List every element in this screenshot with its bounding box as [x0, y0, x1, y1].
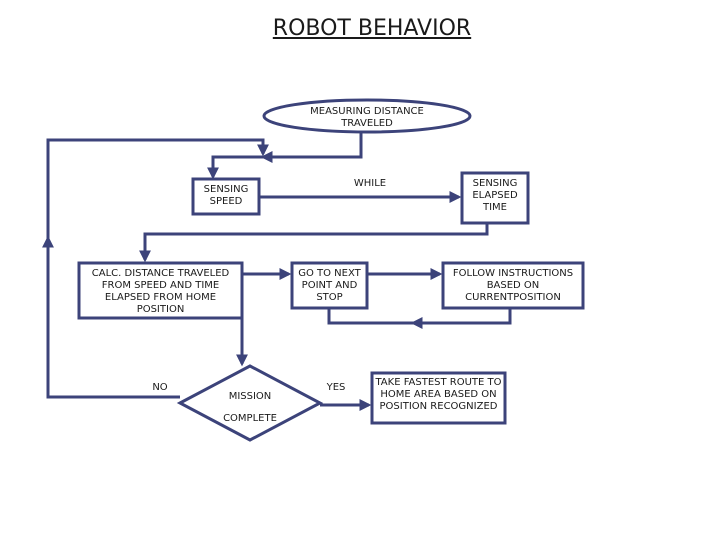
follow-label-line: FOLLOW INSTRUCTIONS [452, 268, 574, 279]
follow-label-line: BASED ON [486, 280, 540, 291]
calc-distance-node-shape [77, 261, 244, 320]
while-label-line: WHILE [353, 178, 387, 189]
sensing-time-label-line: TIME [482, 202, 507, 213]
calc-distance-label-line: FROM SPEED AND TIME [101, 280, 220, 291]
calc-distance-label-line: ELAPSED FROM HOME [104, 292, 217, 303]
mission-node-label-line1: MISSION [228, 391, 272, 402]
measuring-node-shape [262, 98, 472, 134]
sensing-time-label-line: ELAPSED [472, 190, 518, 201]
connector-no-loop-back [46, 242, 180, 399]
calc-distance-label-line: POSITION [136, 304, 185, 315]
take-route-node-shape [370, 371, 507, 425]
take-route-label-line: POSITION RECOGNIZED [379, 401, 498, 412]
sensing-time-node-shape [460, 171, 530, 225]
go-next-label-line: GO TO NEXT [298, 268, 361, 279]
measuring-label-line: MEASURING DISTANCE [310, 106, 424, 117]
connector-follow-to-merge [410, 308, 512, 329]
go-next-label-line: STOP [316, 292, 343, 303]
diagram-title: ROBOT BEHAVIOR [272, 16, 472, 41]
sensing-speed-label-line: SPEED [209, 196, 243, 207]
while-label: WHILE [340, 178, 400, 190]
mission-node-label-line2: COMPLETE [223, 413, 277, 424]
connector-no-loop-top [46, 138, 269, 240]
sensing-time-label-line: SENSING [472, 178, 518, 189]
measuring-label-line: TRAVELED [341, 118, 393, 129]
take-route-label-line: TAKE FASTEST ROUTE TO [375, 377, 502, 388]
follow-label-line: CURRENTPOSITION [465, 292, 561, 303]
go-next-label-line: POINT AND [301, 280, 358, 291]
connector-measuring-to-loop [260, 132, 363, 163]
connector-loop-to-speed [207, 155, 263, 180]
sensing-speed-label-line: SENSING [203, 184, 249, 195]
take-route-label-line: HOME AREA BASED ON [380, 389, 497, 400]
follow-node-shape [441, 261, 585, 310]
connector-go-next-to-merge [327, 308, 413, 325]
connector-time-to-calc [139, 223, 489, 263]
branch-label-no: NO [152, 382, 168, 393]
calc-distance-label-line: CALC. DISTANCE TRAVELED [91, 268, 230, 279]
mission-node-shape [176, 364, 324, 442]
branch-label-yes: YES [326, 382, 346, 393]
